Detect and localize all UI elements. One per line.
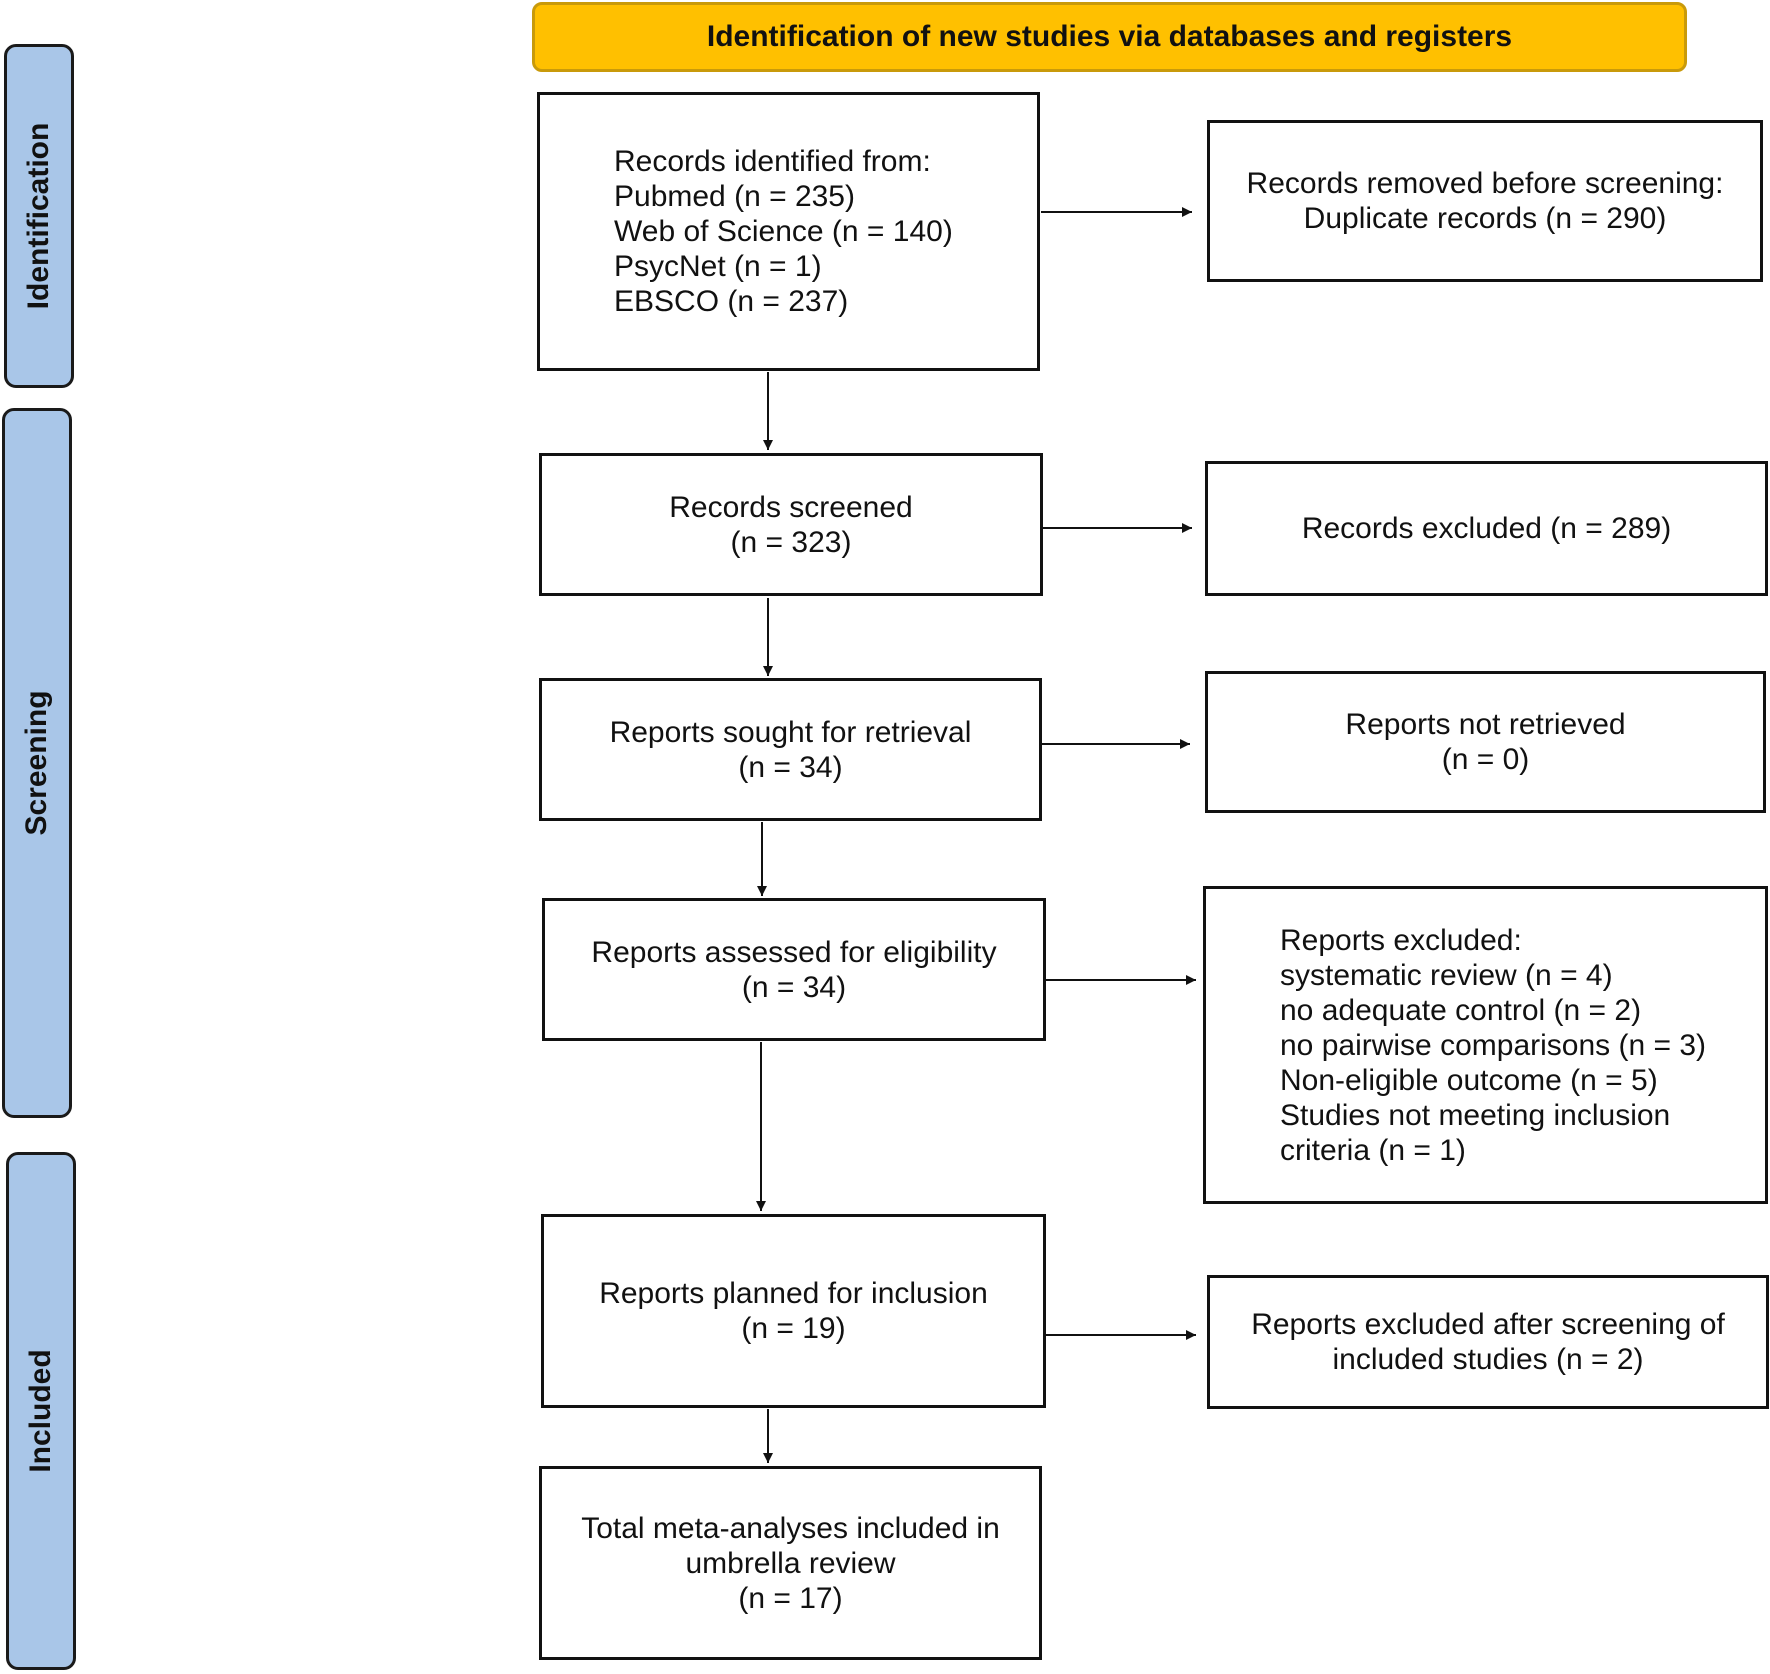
records-identified-box: Records identified from: Pubmed (n = 235… (537, 92, 1040, 371)
total-included-box: Total meta-analyses included in umbrella… (539, 1466, 1042, 1660)
reports-not-retrieved-title: Reports not retrieved (1345, 708, 1626, 741)
reports-assessed-title: Reports assessed for eligibility (591, 935, 997, 969)
source-psycnet: PsycNet (n = 1) (614, 250, 822, 283)
reports-excluded-after-count: included studies (n = 2) (1332, 1343, 1644, 1376)
reports-planned-count: (n = 19) (741, 1312, 846, 1345)
total-included-count: (n = 17) (738, 1581, 843, 1615)
total-included-subtitle: umbrella review (685, 1546, 896, 1580)
reports-sought-box: Reports sought for retrieval (n = 34) (539, 678, 1042, 821)
reports-excluded-after-title: Reports excluded after screening of (1251, 1308, 1725, 1341)
reports-not-retrieved-box: Reports not retrieved (n = 0) (1205, 671, 1766, 813)
excluded-not-meeting-criteria-cont: criteria (n = 1) (1280, 1133, 1466, 1167)
records-screened-box: Records screened (n = 323) (539, 453, 1043, 596)
source-web-of-science: Web of Science (n = 140) (614, 215, 953, 248)
reports-sought-count: (n = 34) (738, 750, 843, 784)
reports-planned-box: Reports planned for inclusion (n = 19) (541, 1214, 1046, 1408)
source-ebsco: EBSCO (n = 237) (614, 285, 849, 318)
total-included-title: Total meta-analyses included in (581, 1511, 1000, 1545)
reports-assessed-count: (n = 34) (741, 970, 847, 1004)
records-removed-title: Records removed before screening: (1246, 167, 1724, 200)
excluded-systematic-review: systematic review (n = 4) (1280, 958, 1613, 992)
source-pubmed: Pubmed (n = 235) (614, 180, 855, 213)
phase-screening: Screening (2, 408, 72, 1118)
records-screened-title: Records screened (669, 490, 913, 524)
records-removed-box: Records removed before screening: Duplic… (1207, 120, 1763, 282)
excluded-no-pairwise: no pairwise comparisons (n = 3) (1280, 1028, 1707, 1062)
reports-excluded-after-box: Reports excluded after screening of incl… (1207, 1275, 1769, 1409)
records-removed-duplicates: Duplicate records (n = 290) (1303, 202, 1667, 235)
phase-included: Included (6, 1152, 76, 1670)
reports-assessed-box: Reports assessed for eligibility (n = 34… (542, 898, 1046, 1041)
reports-planned-title: Reports planned for inclusion (599, 1277, 988, 1310)
excluded-no-adequate-control: no adequate control (n = 2) (1280, 993, 1642, 1027)
reports-sought-title: Reports sought for retrieval (609, 715, 972, 749)
reports-not-retrieved-count: (n = 0) (1441, 743, 1530, 776)
phase-identification: Identification (4, 44, 74, 388)
excluded-not-meeting-criteria: Studies not meeting inclusion (1280, 1098, 1671, 1132)
records-excluded-text: Records excluded (n = 289) (1301, 512, 1672, 545)
reports-excluded-box: Reports excluded: systematic review (n =… (1203, 886, 1768, 1204)
records-screened-count: (n = 323) (730, 525, 852, 559)
identification-banner: Identification of new studies via databa… (532, 2, 1687, 72)
records-excluded-box: Records excluded (n = 289) (1205, 461, 1768, 596)
excluded-non-eligible-outcome: Non-eligible outcome (n = 5) (1280, 1063, 1658, 1097)
reports-excluded-title: Reports excluded: (1280, 923, 1522, 957)
records-identified-title: Records identified from: (614, 145, 931, 178)
